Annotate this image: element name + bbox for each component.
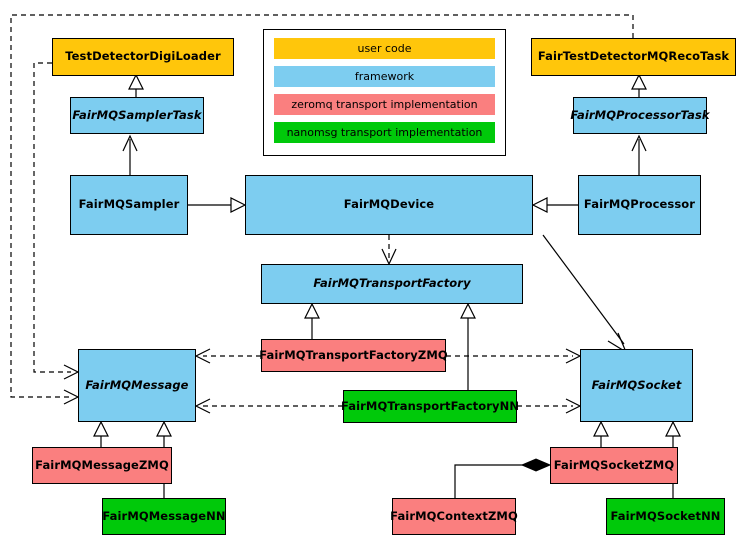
- edge-association-device-socket: [542, 234, 628, 354]
- legend-label-nanomsg: nanomsg transport implementation: [286, 126, 483, 139]
- edge-generalization-socketzmq-socket: [593, 420, 609, 447]
- class-label: FairMQSamplerTask: [72, 107, 202, 122]
- class-label: FairMQProcessorTask: [570, 107, 710, 122]
- class-label: FairMQContextZMQ: [390, 508, 518, 523]
- edge-generalization-tfnn-tf: [460, 302, 476, 390]
- legend-label-framework: framework: [354, 70, 415, 83]
- edge-association-sampler-samplertask: [122, 134, 138, 175]
- class-label: FairTestDetectorMQRecoTask: [537, 49, 730, 64]
- legend-item-framework: framework: [274, 66, 495, 87]
- edge-generalization-messagezmq-message: [93, 420, 109, 447]
- edge-dependency-device-transportfactory: [381, 235, 397, 266]
- edge-dependency-tfnn-socket: [517, 398, 582, 414]
- edge-association-processor-processortask: [631, 134, 647, 175]
- class-box-fair-mq-processor[interactable]: FairMQProcessor: [578, 175, 701, 235]
- class-box-fair-mq-transport-factory-nn[interactable]: FairMQTransportFactoryNN: [340, 390, 520, 423]
- class-label: FairMQProcessor: [583, 197, 696, 212]
- class-box-fair-mq-message-nn[interactable]: FairMQMessageNN: [102, 498, 226, 535]
- class-box-fair-mq-device[interactable]: FairMQDevice: [245, 175, 533, 235]
- class-label: FairMQTransportFactoryNN: [340, 398, 520, 413]
- edge-composition-socketzmq-contextzmq: [454, 458, 552, 498]
- class-label: FairMQMessage: [85, 377, 189, 392]
- edge-generalization-sampler-device: [188, 197, 247, 213]
- class-box-test-detector-digi-loader[interactable]: TestDetectorDigiLoader: [52, 38, 234, 76]
- class-label: FairMQSocket: [591, 377, 682, 392]
- edge-generalization-digiloader: [128, 73, 144, 97]
- class-label: TestDetectorDigiLoader: [65, 49, 221, 64]
- class-label: FairMQSocketZMQ: [553, 457, 675, 472]
- edge-generalization-processor-device: [531, 197, 578, 213]
- class-label: FairMQMessageNN: [102, 508, 226, 523]
- class-box-fair-mq-processor-task[interactable]: FairMQProcessorTask: [570, 97, 710, 134]
- legend-item-user-code: user code: [274, 38, 495, 59]
- class-box-fair-mq-socket-zmq[interactable]: FairMQSocketZMQ: [550, 447, 678, 484]
- edge-dependency-tfnn-message: [194, 398, 343, 414]
- legend-label-zeromq: zeromq transport implementation: [291, 98, 478, 111]
- edge-generalization-recotask: [631, 73, 647, 97]
- legend-label-user-code: user code: [357, 42, 412, 55]
- class-label: FairMQSocketNN: [610, 508, 721, 523]
- edge-generalization-tfzmq-tf: [304, 302, 320, 339]
- class-box-fair-mq-context-zmq[interactable]: FairMQContextZMQ: [390, 498, 518, 535]
- class-label: FairMQDevice: [343, 197, 435, 212]
- class-box-fair-mq-socket-nn[interactable]: FairMQSocketNN: [606, 498, 725, 535]
- class-box-fair-mq-sampler-task[interactable]: FairMQSamplerTask: [70, 97, 204, 134]
- color-legend: user code framework zeromq transport imp…: [263, 29, 506, 156]
- edge-dependency-tfzmq-socket: [446, 348, 582, 364]
- class-box-fair-mq-sampler[interactable]: FairMQSampler: [70, 175, 188, 235]
- legend-item-nanomsg: nanomsg transport implementation: [274, 122, 495, 143]
- class-box-fair-mq-transport-factory-zmq[interactable]: FairMQTransportFactoryZMQ: [259, 339, 448, 372]
- class-box-fair-test-detector-mq-reco-task[interactable]: FairTestDetectorMQRecoTask: [531, 38, 736, 76]
- class-label: FairMQSampler: [78, 197, 180, 212]
- edge-dependency-tfzmq-message: [194, 348, 261, 364]
- class-box-fair-mq-message-zmq[interactable]: FairMQMessageZMQ: [32, 447, 172, 484]
- class-label: FairMQTransportFactoryZMQ: [259, 347, 448, 362]
- class-box-fair-mq-transport-factory[interactable]: FairMQTransportFactory: [261, 264, 523, 304]
- class-label: FairMQMessageZMQ: [35, 457, 169, 472]
- legend-item-zeromq: zeromq transport implementation: [274, 94, 495, 115]
- class-label: FairMQTransportFactory: [313, 276, 471, 291]
- class-box-fair-mq-message[interactable]: FairMQMessage: [78, 349, 196, 422]
- class-box-fair-mq-socket[interactable]: FairMQSocket: [580, 349, 693, 422]
